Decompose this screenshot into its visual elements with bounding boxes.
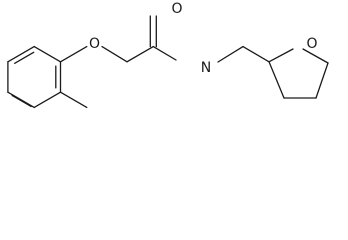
bond-nitrogen-to-ch2 [217, 45, 244, 63]
bond-thf-c5-c4 [315, 62, 329, 99]
bond-ring-c3-c4 [7, 91, 35, 109]
double-bond-inner-c1-c2 [14, 51, 35, 64]
bond-ch2-to-carbonyl [126, 45, 154, 63]
ether-oxygen-label: O [89, 36, 100, 52]
bond-ring-c4-c5 [33, 91, 62, 109]
atom-amide-nitrogen: N H [201, 60, 211, 76]
amide-nitrogen-label: N [201, 60, 211, 76]
carbonyl-oxygen-label: O [171, 1, 182, 17]
bond-ring-to-ether-oxygen [59, 45, 88, 63]
bond-carbonyl-to-nitrogen [152, 45, 177, 61]
ring-oxygen-label: O [306, 36, 317, 52]
chemical-structure-diagram: O O N H O [7, 1, 329, 109]
tetrahydrofuran-ring [268, 48, 329, 99]
bond-thf-c3-c2 [268, 61, 285, 99]
bond-thf-c2-o [268, 48, 294, 63]
atom-ether-oxygen: O [89, 36, 100, 52]
bond-methyl [59, 91, 88, 109]
atom-carbonyl-oxygen: O [171, 1, 182, 17]
double-bond-inner-c3-c4 [11, 94, 32, 108]
bond-ring-c6-c1 [33, 45, 62, 63]
bond-thf-o-c5 [302, 48, 329, 64]
atom-ring-oxygen: O [306, 36, 317, 52]
benzene-ring [7, 45, 62, 109]
bond-ch2-to-thf [242, 45, 270, 63]
bond-ether-oxygen-to-ch2 [101, 45, 128, 63]
bond-ring-c1-c2 [7, 45, 35, 63]
